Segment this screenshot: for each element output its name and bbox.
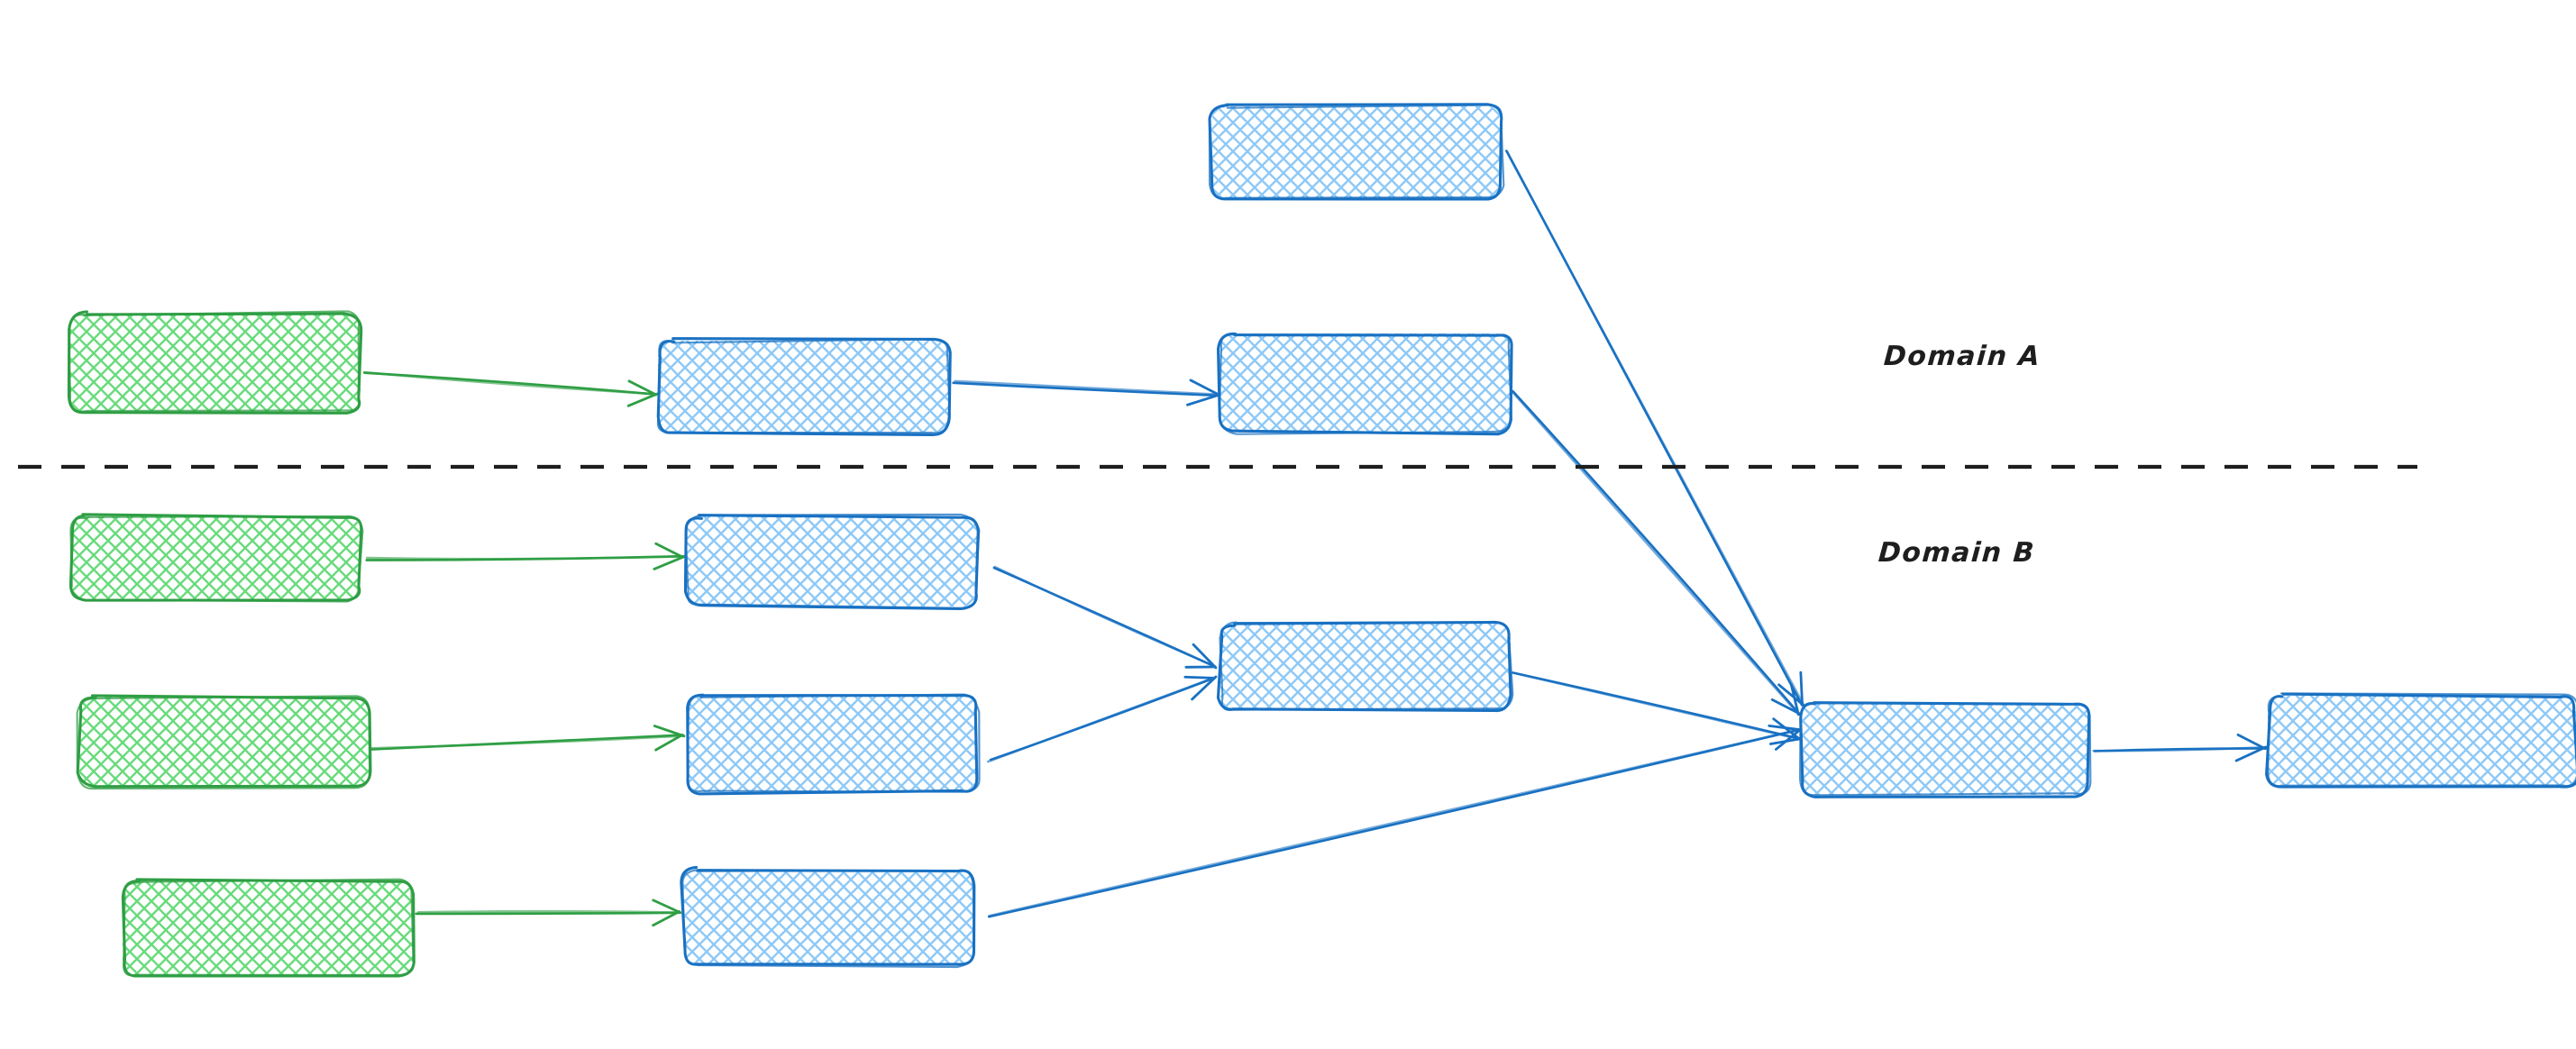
arrowhead-stroke: [1799, 670, 1804, 706]
edge-line: [365, 555, 684, 561]
node-outline: [123, 878, 415, 977]
domain-a-label: Domain A: [1882, 341, 2042, 372]
node-outline: [69, 515, 364, 603]
edge-e9[interactable]: [986, 675, 1218, 763]
domain-b-label: Domain B: [1877, 537, 2037, 569]
edge-e3[interactable]: [1504, 149, 1805, 707]
edge-e6[interactable]: [369, 725, 686, 752]
node-b-src-1[interactable]: [69, 513, 364, 603]
node-fill: [1220, 624, 1511, 710]
node-fill: [1211, 106, 1502, 198]
node-fill: [687, 516, 977, 607]
node-outline: [1219, 621, 1514, 711]
edge-line: [1512, 391, 1800, 716]
arrowhead-stroke: [2234, 745, 2268, 762]
edge-e11[interactable]: [1511, 671, 1802, 745]
arrowhead-stroke: [1772, 717, 1802, 741]
node-a-src-1[interactable]: [67, 310, 363, 415]
node-outline: [76, 695, 371, 790]
node-outline: [656, 338, 951, 434]
edge-line: [416, 909, 681, 914]
arrowhead-stroke: [1183, 675, 1216, 680]
edge-line: [988, 728, 1802, 917]
node-outline: [681, 869, 975, 969]
node-a-top-1[interactable]: [1208, 103, 1505, 201]
node-a-mid-2[interactable]: [1217, 332, 1513, 436]
node-b-mid-2[interactable]: [686, 693, 981, 796]
edge-line: [362, 370, 658, 396]
node-fill: [2268, 696, 2576, 788]
node-outline: [656, 337, 952, 437]
node-outline: [1217, 332, 1513, 436]
node-fill: [123, 880, 413, 976]
arrowhead-stroke: [653, 555, 686, 570]
edge-e5[interactable]: [365, 542, 686, 570]
node-fill: [658, 341, 948, 433]
node-fill: [1801, 703, 2089, 795]
edge-e2[interactable]: [952, 379, 1219, 406]
node-fill: [687, 697, 977, 792]
node-b-mid-1[interactable]: [683, 513, 981, 611]
arrowhead-stroke: [1777, 683, 1804, 707]
node-a-mid-1[interactable]: [656, 337, 952, 437]
node-b-join-1[interactable]: [1216, 620, 1514, 713]
edge-line: [952, 381, 1219, 397]
node-outline: [2265, 692, 2576, 789]
arrowhead-stroke: [627, 379, 658, 397]
node-outline: [684, 513, 981, 609]
edge-e7[interactable]: [415, 898, 682, 927]
edge-e1[interactable]: [362, 370, 659, 407]
edge-line: [1512, 389, 1801, 716]
arrowhead-stroke: [654, 542, 684, 559]
arrowhead-stroke: [1769, 737, 1801, 745]
node-b-mid-3[interactable]: [680, 865, 976, 969]
arrowhead-stroke: [652, 910, 681, 927]
arrowhead-stroke: [652, 898, 681, 914]
edge-line: [986, 676, 1217, 763]
edge-line: [1513, 671, 1801, 741]
arrowhead-stroke: [1189, 379, 1219, 396]
node-b-src-2[interactable]: [76, 694, 372, 790]
node-b-src-3[interactable]: [121, 878, 416, 978]
node-fill: [1220, 333, 1511, 433]
node-fill: [70, 516, 361, 599]
arrowhead-stroke: [654, 734, 684, 752]
arrowhead-stroke: [626, 392, 659, 407]
node-b-sink-2[interactable]: [2265, 692, 2576, 789]
node-outline: [686, 693, 981, 793]
arrowhead-stroke: [1191, 675, 1218, 701]
node-outline: [1218, 333, 1513, 435]
node-fill: [70, 314, 361, 413]
node-outline: [1799, 701, 2092, 797]
node-outline: [1208, 104, 1505, 200]
edge-line: [954, 379, 1219, 397]
edge-line: [369, 734, 685, 750]
edge-e8[interactable]: [992, 565, 1218, 670]
nodes-layer: [67, 103, 2576, 978]
arrowhead-stroke: [1790, 683, 1800, 716]
edge-line: [1504, 149, 1805, 706]
edges-layer: [362, 149, 2268, 927]
edge-e12[interactable]: [2092, 733, 2268, 762]
arrowhead-stroke: [2236, 733, 2267, 751]
node-fill: [683, 870, 973, 965]
edge-e10[interactable]: [987, 724, 1802, 918]
arrowhead-stroke: [1192, 643, 1218, 670]
edge-line: [2092, 745, 2268, 753]
node-b-sink-1[interactable]: [1799, 701, 2092, 798]
edge-e4[interactable]: [1512, 389, 1801, 716]
node-outline: [68, 310, 361, 413]
edge-line: [993, 565, 1217, 668]
arrowhead-stroke: [653, 725, 686, 738]
node-fill: [79, 697, 370, 787]
arrowhead-stroke: [1770, 698, 1801, 716]
arrowhead-stroke: [1186, 394, 1219, 406]
